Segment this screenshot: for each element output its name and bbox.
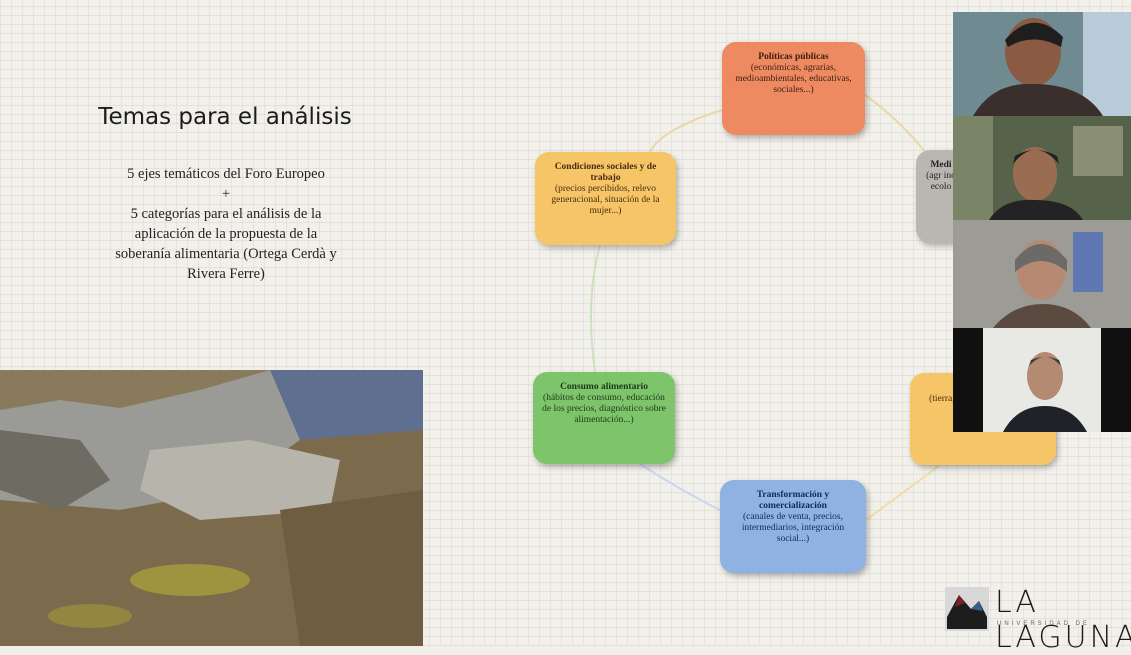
node-body: (precios percibidos, relevo generacional… bbox=[551, 184, 660, 216]
subtitle-line: 5 ejes temáticos del Foro Europeo bbox=[127, 166, 325, 182]
node-title: Medi bbox=[930, 160, 952, 170]
node-body: (canales de venta, precios, intermediari… bbox=[741, 512, 845, 544]
slide-title: Temas para el análisis bbox=[98, 104, 352, 130]
university-logo: LA LAGUNA UNIVERSIDAD DE bbox=[945, 585, 1131, 655]
video-tile[interactable] bbox=[953, 328, 1131, 432]
node-title: Condiciones sociales y de trabajo bbox=[554, 162, 657, 183]
logo-mark-icon bbox=[945, 587, 989, 631]
node-body: (agr ind ecolo bbox=[926, 171, 956, 192]
subtitle-line: aplicación de la propuesta de la bbox=[134, 226, 318, 242]
node-body: (económicas, agrarias, medioambientales,… bbox=[735, 63, 852, 95]
node-title: Políticas públicas bbox=[758, 52, 829, 62]
subtitle-line: soberanía alimentaria (Ortega Cerdà y bbox=[115, 246, 337, 262]
video-tile[interactable] bbox=[953, 116, 1131, 220]
logo-name: LA LAGUNA bbox=[995, 585, 1131, 655]
video-tile[interactable] bbox=[953, 220, 1131, 328]
node-transformacion-comercializacion: Transformación y comercialización (canal… bbox=[720, 480, 866, 573]
landscape-photo bbox=[0, 370, 423, 646]
node-body: (hábitos de consumo, educación de los pr… bbox=[542, 393, 666, 425]
node-title: Transformación y comercialización bbox=[756, 490, 830, 511]
node-title: Consumo alimentario bbox=[560, 382, 648, 392]
subtitle-line: Rivera Ferre) bbox=[187, 266, 265, 282]
subtitle-line: 5 categorías para el análisis de la bbox=[130, 206, 322, 222]
node-condiciones-sociales: Condiciones sociales y de trabajo (preci… bbox=[535, 152, 676, 245]
slide-subtitle: 5 ejes temáticos del Foro Europeo + 5 ca… bbox=[56, 164, 396, 284]
video-tile[interactable] bbox=[953, 12, 1131, 116]
node-consumo-alimentario: Consumo alimentario (hábitos de consumo,… bbox=[533, 372, 675, 464]
logo-subtitle: UNIVERSIDAD DE bbox=[997, 621, 1091, 627]
subtitle-line: + bbox=[221, 186, 231, 202]
video-participants-panel bbox=[953, 12, 1131, 432]
node-politicas-publicas: Políticas públicas (económicas, agrarias… bbox=[722, 42, 865, 135]
